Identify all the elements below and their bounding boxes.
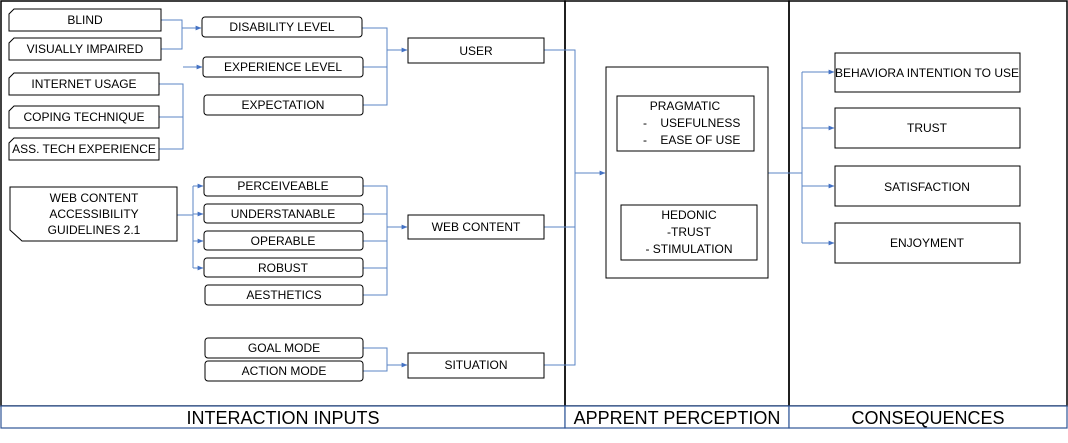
ass-tech-experience-box: ASS. TECH EXPERIENCE <box>8 137 160 161</box>
ass-tech-experience-label: ASS. TECH EXPERIENCE <box>12 142 156 156</box>
goal-mode-box: GOAL MODE <box>204 337 364 359</box>
expectation-box: EXPECTATION <box>203 94 364 116</box>
pragmatic-box: PRAGMATIC - USEFULNESS - EASE OF USE <box>616 95 755 152</box>
enjoyment-box: ENJOYMENT <box>834 222 1021 264</box>
aesthetics-label: AESTHETICS <box>246 288 321 302</box>
internet-usage-label: INTERNET USAGE <box>31 77 136 91</box>
coping-technique-label: COPING TECHNIQUE <box>23 110 144 124</box>
understanable-label: UNDERSTANABLE <box>231 207 335 221</box>
situation-box: SITUATION <box>407 352 545 379</box>
enjoyment-label: ENJOYMENT <box>890 236 965 250</box>
understanable-box: UNDERSTANABLE <box>203 203 364 224</box>
satisfaction-label: SATISFACTION <box>884 180 970 194</box>
experience-level-box: EXPERIENCE LEVEL <box>202 56 364 78</box>
user-label: USER <box>459 44 493 58</box>
pragmatic-ease-of-use: - EASE OF USE <box>643 133 740 147</box>
goal-mode-label: GOAL MODE <box>248 341 320 355</box>
hedonic-stimulation: - STIMULATION <box>645 242 732 256</box>
disability-level-box: DISABILITY LEVEL <box>201 16 363 38</box>
pragmatic-usefulness: - USEFULNESS <box>643 116 740 130</box>
consequences-footer <box>788 405 1068 429</box>
experience-level-label: EXPERIENCE LEVEL <box>224 60 342 74</box>
perceiveable-box: PERCEIVEABLE <box>203 176 364 197</box>
operable-label: OPERABLE <box>251 234 316 248</box>
behavioral-intention-box: BEHAVIORA INTENTION TO USE <box>834 52 1021 93</box>
situation-label: SITUATION <box>444 358 507 372</box>
action-mode-box: ACTION MODE <box>204 360 364 382</box>
aesthetics-box: AESTHETICS <box>204 284 364 306</box>
robust-label: ROBUST <box>258 261 309 275</box>
expectation-label: EXPECTATION <box>242 98 325 112</box>
trust-box: TRUST <box>834 107 1021 149</box>
user-box: USER <box>407 37 545 64</box>
trust-label: TRUST <box>907 121 948 135</box>
interaction-inputs-label: INTERACTION INPUTS <box>186 408 379 428</box>
internet-usage-box: INTERNET USAGE <box>8 72 160 96</box>
blind-box: BLIND <box>8 8 162 32</box>
wcag-box: WEB CONTENT ACCESSIBILITY GUIDELINES 2.1 <box>9 186 178 242</box>
wcag-line-2: ACCESSIBILITY <box>49 207 138 221</box>
wcag-line-3: GUIDELINES 2.1 <box>48 223 141 237</box>
satisfaction-box: SATISFACTION <box>834 165 1021 207</box>
behavioral-intention-label: BEHAVIORA INTENTION TO USE <box>835 66 1019 80</box>
hedonic-trust: -TRUST <box>667 225 712 239</box>
visually-impaired-box: VISUALLY IMPAIRED <box>8 37 162 61</box>
robust-box: ROBUST <box>203 257 364 278</box>
pragmatic-title: PRAGMATIC <box>650 99 721 113</box>
hedonic-title: HEDONIC <box>661 208 717 222</box>
connector-lines <box>159 19 835 372</box>
visually-impaired-label: VISUALLY IMPAIRED <box>27 42 144 56</box>
web-content-label: WEB CONTENT <box>432 220 521 234</box>
web-content-box: WEB CONTENT <box>407 214 545 240</box>
wcag-line-1: WEB CONTENT <box>50 191 139 205</box>
consequences-label: CONSEQUENCES <box>851 408 1004 428</box>
perceiveable-label: PERCEIVEABLE <box>237 179 328 193</box>
apprent-perception-label: APPRENT PERCEPTION <box>574 408 781 428</box>
blind-label: BLIND <box>67 13 103 27</box>
hedonic-box: HEDONIC -TRUST - STIMULATION <box>620 204 758 261</box>
operable-box: OPERABLE <box>203 230 364 251</box>
disability-level-label: DISABILITY LEVEL <box>229 20 334 34</box>
action-mode-label: ACTION MODE <box>242 364 327 378</box>
coping-technique-box: COPING TECHNIQUE <box>8 105 160 129</box>
